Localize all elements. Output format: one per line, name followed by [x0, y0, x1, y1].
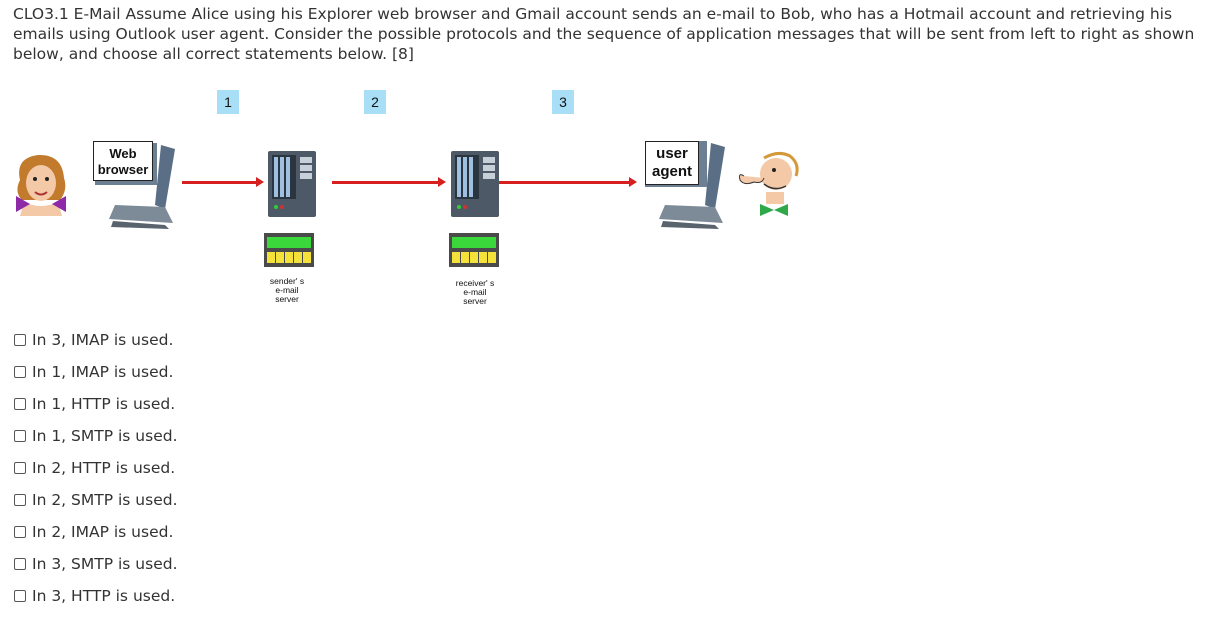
bob-person-icon	[739, 151, 799, 216]
checkbox[interactable]	[14, 462, 26, 474]
sender-server-label: sender' s e-mail server	[247, 277, 327, 304]
option-label: In 1, SMTP is used.	[32, 427, 178, 445]
sender-client-label: Web browser	[93, 141, 153, 181]
option-label: In 3, IMAP is used.	[32, 331, 174, 349]
option-checkbox[interactable]: In 1, HTTP is used.	[14, 388, 178, 420]
sender-mail-server-icon	[268, 151, 316, 217]
receiver-server-label: receiver' s e-mail server	[435, 279, 515, 306]
step-badge-1: 1	[217, 90, 239, 114]
sender-mailbox-icon	[264, 233, 314, 267]
option-checkbox[interactable]: In 1, SMTP is used.	[14, 420, 178, 452]
receiver-mail-server-icon	[451, 151, 499, 217]
answer-options: In 3, IMAP is used. In 1, IMAP is used. …	[14, 324, 178, 612]
checkbox[interactable]	[14, 334, 26, 346]
option-label: In 2, HTTP is used.	[32, 459, 176, 477]
sender-server-label-line3: server	[275, 294, 299, 304]
option-label: In 3, SMTP is used.	[32, 555, 178, 573]
option-label: In 2, SMTP is used.	[32, 491, 178, 509]
checkbox[interactable]	[14, 366, 26, 378]
option-checkbox[interactable]: In 3, HTTP is used.	[14, 580, 178, 612]
sender-server-label-line2: e-mail	[275, 285, 299, 295]
step-badge-2: 2	[364, 90, 386, 114]
option-label: In 3, HTTP is used.	[32, 587, 176, 605]
arrow-step-1	[182, 177, 264, 187]
option-label: In 1, IMAP is used.	[32, 363, 174, 381]
option-checkbox[interactable]: In 2, SMTP is used.	[14, 484, 178, 516]
receiver-client-label-line2: agent	[651, 163, 692, 180]
step-badge-3: 3	[552, 90, 574, 114]
checkbox[interactable]	[14, 526, 26, 538]
receiver-mailbox-icon	[449, 233, 499, 267]
sender-server-label-line1: sender' s	[269, 276, 305, 286]
checkbox[interactable]	[14, 494, 26, 506]
checkbox[interactable]	[14, 398, 26, 410]
arrow-step-2	[332, 177, 446, 187]
option-checkbox[interactable]: In 1, IMAP is used.	[14, 356, 178, 388]
sender-client-label-line2: browser	[97, 162, 149, 177]
arrow-step-3	[499, 177, 637, 187]
receiver-client-label-line1: user	[656, 145, 688, 162]
receiver-server-label-line3: server	[463, 296, 487, 306]
option-checkbox[interactable]: In 2, IMAP is used.	[14, 516, 178, 548]
question-text: CLO3.1 E-Mail Assume Alice using his Exp…	[13, 5, 1195, 63]
checkbox[interactable]	[14, 558, 26, 570]
option-checkbox[interactable]: In 3, IMAP is used.	[14, 324, 178, 356]
alice-person-icon	[16, 154, 66, 216]
option-checkbox[interactable]: In 2, HTTP is used.	[14, 452, 178, 484]
receiver-server-label-line2: e-mail	[463, 287, 487, 297]
option-checkbox[interactable]: In 3, SMTP is used.	[14, 548, 178, 580]
checkbox[interactable]	[14, 430, 26, 442]
sender-client-label-line1: Web	[109, 146, 137, 161]
receiver-server-label-line1: receiver' s	[455, 278, 495, 288]
receiver-client-label: user agent	[645, 141, 699, 185]
email-flow-diagram: 1 2 3 Web browser	[0, 85, 820, 320]
option-label: In 2, IMAP is used.	[32, 523, 174, 541]
checkbox[interactable]	[14, 590, 26, 602]
option-label: In 1, HTTP is used.	[32, 395, 176, 413]
